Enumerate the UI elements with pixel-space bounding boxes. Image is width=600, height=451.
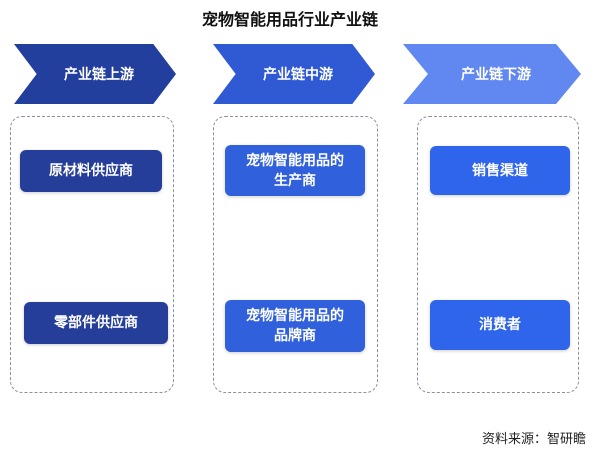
upstream-arrow: 产业链上游 xyxy=(14,44,176,104)
midstream-arrow: 产业链中游 xyxy=(213,44,375,104)
raw-material-supplier: 原材料供应商 xyxy=(20,150,162,192)
brand-owner: 宠物智能用品的品牌商 xyxy=(225,300,365,352)
downstream-arrow: 产业链下游 xyxy=(403,44,581,104)
consumer: 消费者 xyxy=(430,300,570,350)
upstream-group xyxy=(10,116,174,393)
component-supplier: 零部件供应商 xyxy=(24,302,168,344)
source-note: 资料来源：智研瞻 xyxy=(481,432,586,447)
downstream-group xyxy=(417,116,579,393)
diagram-title: 宠物智能用品行业产业链 xyxy=(201,10,378,29)
sales-channel: 销售渠道 xyxy=(430,146,570,195)
midstream-group xyxy=(213,116,378,393)
manufacturer: 宠物智能用品的生产商 xyxy=(225,145,365,196)
